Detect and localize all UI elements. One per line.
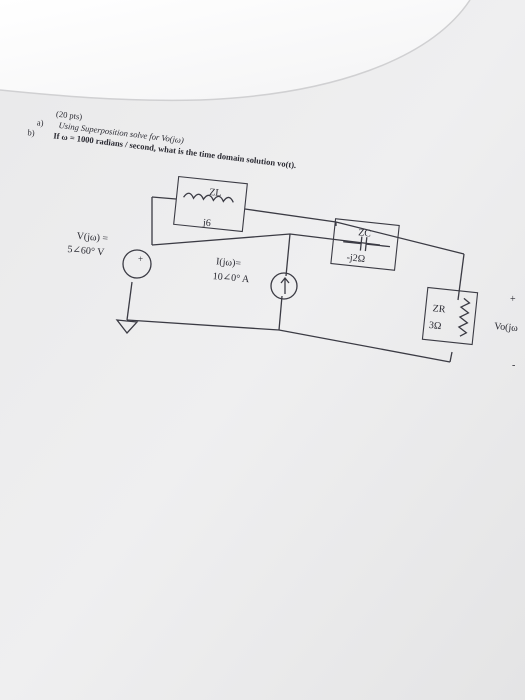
voltage-source-label: V(jω) = — [76, 231, 109, 245]
resistor-value: 3Ω — [428, 320, 442, 332]
wire-right-bottom — [449, 351, 453, 363]
current-source-label: I(jω)= — [216, 256, 242, 269]
current-source: I(jω)= 10∠0° A — [212, 256, 298, 300]
current-arrow-up-icon — [280, 276, 290, 294]
inductor-box — [173, 175, 248, 233]
part-b-marker: b) — [27, 127, 35, 138]
wire-right-top — [457, 253, 465, 301]
current-source-value: 10∠0° A — [212, 271, 250, 285]
voltage-source-value: 5∠60° V — [67, 244, 106, 258]
output-minus: - — [512, 360, 515, 371]
voltage-source-plus: + — [138, 254, 143, 264]
curled-page-corner — [0, 0, 470, 101]
wire-top-left — [151, 196, 177, 200]
voltage-source-circle — [122, 249, 152, 279]
output-plus: + — [510, 294, 516, 305]
wire-source-bottom — [126, 281, 133, 321]
resistor-zigzag-icon — [457, 297, 471, 337]
ground-icon — [115, 319, 139, 335]
page-curl-edge — [0, 0, 471, 102]
resistor-label: ZR — [432, 303, 446, 315]
capacitor-box — [330, 218, 400, 271]
resistor-box — [421, 286, 479, 346]
resistor-element: ZR 3Ω — [421, 286, 479, 346]
wire-bottom — [126, 319, 451, 363]
current-source-circle — [270, 272, 298, 300]
inductor-value: j6 — [201, 217, 211, 229]
inductor-label: ZL — [209, 187, 222, 199]
capacitor-value: -j2Ω — [346, 252, 366, 265]
output-label: Vo(jω — [494, 321, 519, 334]
voltage-source: + V(jω) = 5∠60° V — [67, 231, 152, 279]
inductor-element: ZL j6 — [173, 175, 248, 233]
output-voltage: + Vo(jω - — [494, 294, 519, 371]
points-label: (20 pts) — [56, 109, 83, 122]
capacitor-label: ZC — [358, 227, 372, 239]
circuit-wires — [126, 196, 465, 363]
wire-to-current-source — [285, 233, 291, 277]
capacitor-element: ZC -j2Ω — [330, 218, 400, 271]
part-a-marker: a) — [36, 117, 44, 128]
inductor-coil-icon — [183, 192, 234, 203]
wire-current-source-bottom — [278, 295, 283, 331]
capacitor-plates-icon — [343, 236, 391, 252]
